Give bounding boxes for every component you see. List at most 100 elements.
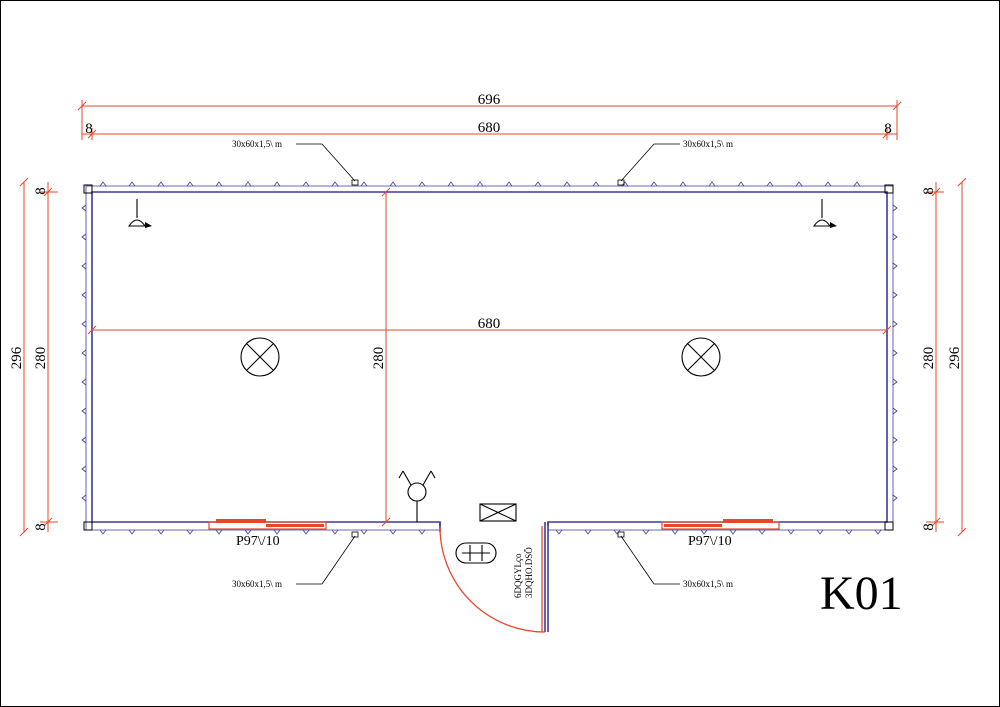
center-dimension-width: 680: [87, 316, 892, 335]
wall-corrugation-notch: [157, 529, 165, 535]
wall-corrugation-notch: [874, 529, 882, 535]
wall-corrugation-notch: [845, 529, 853, 535]
wall-corrugation-notch: [302, 529, 310, 535]
wall-corrugation-notch: [787, 529, 795, 535]
wall-corrugation-notch: [81, 465, 87, 473]
wall-corrugation-notch: [892, 494, 898, 502]
wall-corrugation-notch: [81, 204, 87, 212]
container-walls: [81, 181, 898, 632]
right-top-offset-label: 8: [921, 187, 937, 195]
corner-post-tl: [83, 184, 93, 194]
left-overall-height-label: 296: [9, 346, 25, 369]
wall-corrugation-notch: [389, 529, 397, 535]
profile-callout-top-right: 30x60x1,5\ m: [617, 139, 733, 186]
wall-corrugation-notch: [766, 181, 774, 187]
wall-corrugation-notch: [824, 181, 832, 187]
wall-corrugation-notch: [99, 529, 107, 535]
right-bottom-offset-label: 8: [921, 523, 937, 531]
wall-corrugation-notch: [505, 181, 513, 187]
wall-corrugation-notch: [128, 529, 136, 535]
wall-corrugation-notch: [81, 233, 87, 241]
distribution-box-icon: [398, 470, 436, 522]
wall-corrugation-notch: [613, 529, 621, 535]
wall-corrugation-notch: [795, 181, 803, 187]
left-dimension-overall: 296: [9, 177, 29, 537]
wall-corrugation-notch: [244, 181, 252, 187]
wall-corrugation-notch: [708, 181, 716, 187]
wall-corrugation-notch: [81, 494, 87, 502]
window-right-label: P97\/10: [688, 534, 732, 549]
right-dimension-overall: 296: [947, 177, 967, 537]
left-top-offset-label: 8: [33, 187, 49, 195]
top-dimension-inner: 680 8 8: [82, 120, 897, 140]
profile-label-bottom-right: 30x60x1,5\ m: [683, 579, 733, 589]
wall-corrugation-notch: [476, 181, 484, 187]
wall-corrugation-notch: [892, 378, 898, 386]
left-bottom-offset-label: 8: [33, 523, 49, 531]
wall-corrugation-notch: [892, 262, 898, 270]
wall-corrugation-notch: [563, 181, 571, 187]
wall-corrugation-notch: [892, 233, 898, 241]
entrance-door: 6DQGYLço 3DQHO.DSÕ: [439, 526, 546, 633]
wall-corrugation-notch: [418, 181, 426, 187]
wall-corrugation-notch: [81, 320, 87, 328]
wall-corrugation-notch: [642, 529, 650, 535]
wall-corrugation-notch: [418, 529, 426, 535]
wall-corrugation-notch: [157, 181, 165, 187]
window-left-label: P97\/10: [236, 534, 280, 549]
corner-post-bl: [83, 521, 93, 531]
left-dimension-inner: 280 8 8: [33, 182, 58, 532]
center-height-label: 280: [371, 347, 387, 370]
wall-corrugation-notch: [81, 349, 87, 357]
wall-corrugation-notch: [81, 262, 87, 270]
wall-corrugation-notch: [81, 407, 87, 415]
top-dimension-overall: 696: [77, 92, 902, 140]
wall-corrugation-notch: [447, 181, 455, 187]
profile-label-top-left: 30x60x1,5\ m: [232, 139, 282, 149]
profile-callout-top-left: 30x60x1,5\ m: [232, 139, 359, 186]
wall-lamp-icon-right: [812, 199, 837, 228]
wall-corrugation-notch: [892, 349, 898, 357]
wall-corrugation-notch: [592, 181, 600, 187]
wall-corrugation-notch: [650, 181, 658, 187]
door-text-line2: 3DQHO.DSÕ: [524, 547, 534, 598]
wall-corrugation-notch: [128, 181, 136, 187]
wall-corrugation-notch: [186, 181, 194, 187]
wall-corrugation-notch: [534, 181, 542, 187]
profile-callout-bottom-right: 30x60x1,5\ m: [617, 531, 733, 589]
wall-corrugation-notch: [853, 181, 861, 187]
wall-corrugation-notch: [555, 529, 563, 535]
wall-corrugation-notch: [892, 436, 898, 444]
drawing-id: K01: [820, 567, 903, 620]
ceiling-light-icon-left: [240, 337, 280, 377]
wall-corrugation-notch: [758, 529, 766, 535]
right-dimension-inner: 280 8 8: [921, 182, 944, 532]
wall-corrugation-notch: [81, 291, 87, 299]
wall-corrugation-notch: [360, 529, 368, 535]
wall-corrugation-notch: [892, 204, 898, 212]
wall-corrugation-notch: [360, 181, 368, 187]
center-width-label: 680: [478, 316, 501, 332]
corner-post-br: [884, 521, 894, 531]
overall-width-label: 696: [478, 92, 501, 108]
profile-callout-bottom-left: 30x60x1,5\ m: [232, 531, 359, 589]
inner-width-label: 680: [478, 120, 501, 136]
wall-corrugation-notch: [584, 529, 592, 535]
left-inner-height-label: 280: [33, 347, 49, 370]
wall-corrugation-notch: [215, 181, 223, 187]
wall-corrugation-notch: [215, 529, 223, 535]
outdoor-light-icon: [479, 503, 517, 522]
wall-corrugation-notch: [389, 181, 397, 187]
wall-corrugation-notch: [273, 181, 281, 187]
corner-post-tr: [884, 184, 894, 194]
wall-corrugation-notch: [729, 529, 737, 535]
window-left: P97\/10: [208, 519, 327, 549]
switch-icon: [455, 542, 497, 564]
wall-corrugation-notch: [816, 529, 824, 535]
wall-corrugation-notch: [700, 529, 708, 535]
wall-corrugation-notch: [331, 529, 339, 535]
right-end-offset-label: 8: [884, 121, 892, 137]
wall-corrugation-notch: [99, 181, 107, 187]
wall-corrugation-notch: [892, 465, 898, 473]
door-text-line1: 6DQGYLço: [513, 553, 523, 598]
